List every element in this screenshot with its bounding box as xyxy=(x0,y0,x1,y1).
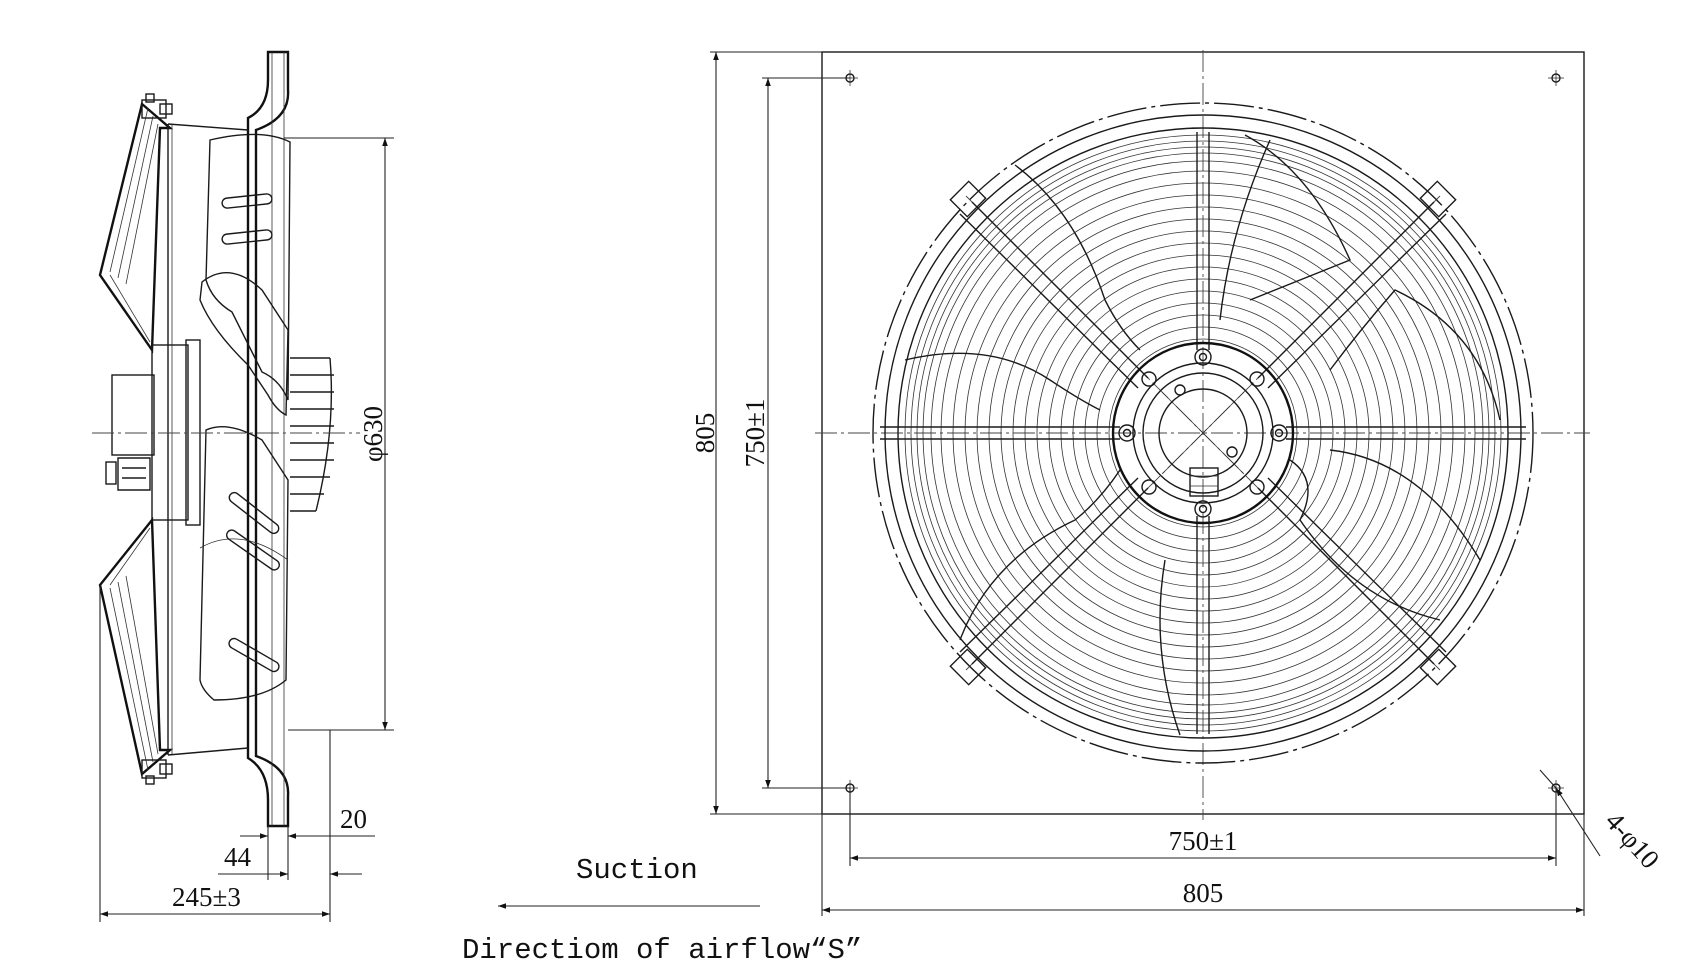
dim-guard-depth: 44 xyxy=(224,842,252,872)
dim-hole-pitch-vertical: 750±1 xyxy=(740,399,770,468)
dim-plate-width: 805 xyxy=(1183,878,1224,908)
venturi-ring xyxy=(872,102,1534,764)
motor-hub xyxy=(1111,341,1295,525)
guard-spokes xyxy=(880,132,1526,734)
dim-impeller-diameter: φ630 xyxy=(358,406,388,462)
airflow-indicator: Suction Directiom of airflow“S” xyxy=(462,854,862,967)
front-view: 805 750±1 750±1 805 4-φ10 xyxy=(690,50,1665,916)
motor-housing xyxy=(151,344,189,521)
terminal-box xyxy=(111,374,155,456)
mounting-flange xyxy=(246,50,290,828)
blade-upper xyxy=(205,133,291,401)
suction-label: Suction xyxy=(576,854,698,887)
impeller-blades xyxy=(904,134,1501,736)
airflow-caption: Directiom of airflow“S” xyxy=(462,934,862,967)
dim-flange-offset: 20 xyxy=(340,804,367,834)
guard-profile-bottom xyxy=(98,516,174,777)
blade-lower xyxy=(199,426,289,701)
guard-rings xyxy=(904,134,1502,732)
guard-profile-top xyxy=(98,101,174,354)
dim-plate-height: 805 xyxy=(690,413,720,454)
side-view: φ630 20 44 245±3 xyxy=(92,50,394,922)
cable-gland xyxy=(1189,467,1219,497)
dim-hole-pitch-horizontal: 750±1 xyxy=(1169,826,1238,856)
hub-bolts xyxy=(1118,348,1288,518)
dim-mounting-holes: 4-φ10 xyxy=(1600,806,1666,874)
dim-overall-depth: 245±3 xyxy=(172,882,241,912)
